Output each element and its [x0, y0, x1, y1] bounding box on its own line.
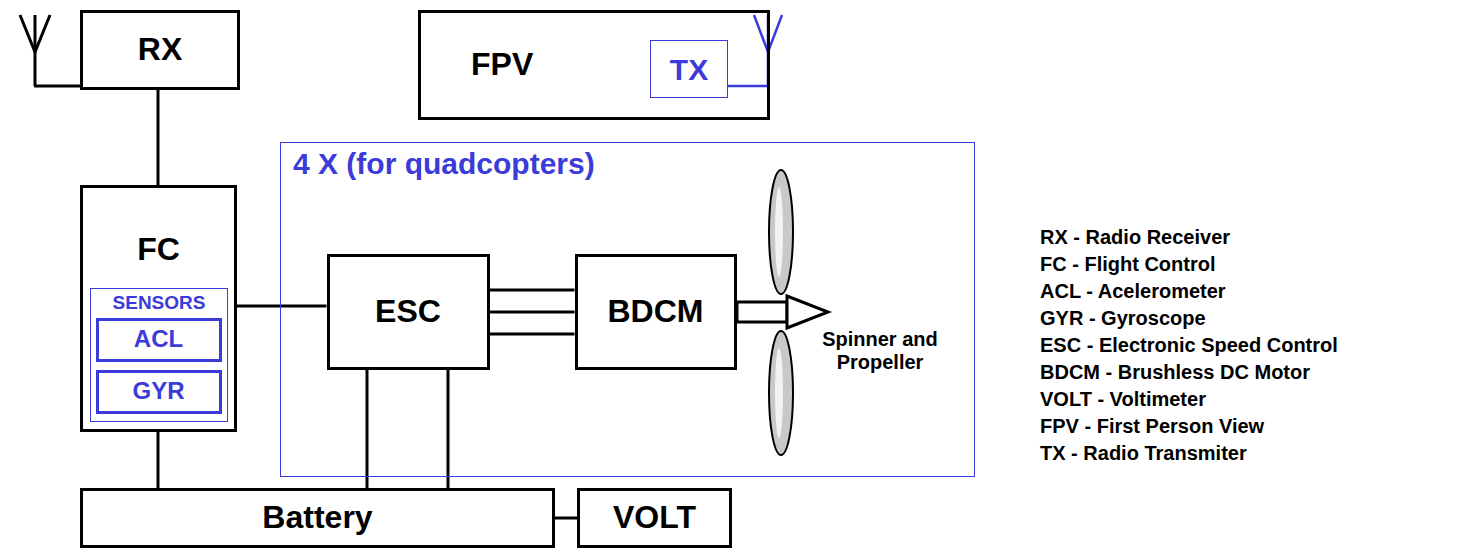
- node-label: SENSORS: [113, 293, 206, 314]
- wire: [490, 290, 575, 291]
- wire: [490, 334, 575, 335]
- tx-antenna: [728, 15, 782, 86]
- node-label: RX: [138, 32, 182, 67]
- fpv-box: FPV TX: [418, 10, 770, 120]
- node-label: VOLT: [613, 500, 696, 535]
- flight-control-box: FC SENSORS ACL GYR: [80, 185, 237, 432]
- part-label: Spinner and Propeller: [800, 328, 960, 374]
- node-label: ESC: [375, 294, 441, 329]
- sensor-box: GYR: [96, 370, 222, 414]
- node-label: FC: [137, 232, 180, 267]
- abbreviation-line: FC - Flight Control: [1040, 251, 1338, 278]
- wire: [237, 306, 327, 307]
- abbreviation-line: BDCM - Brushless DC Motor: [1040, 359, 1338, 386]
- wire: [158, 90, 159, 185]
- sensors-box: SENSORS ACL GYR: [90, 288, 228, 422]
- node-label: ACL: [134, 326, 183, 352]
- voltmeter-box: VOLT: [577, 488, 732, 548]
- abbreviation-line: RX - Radio Receiver: [1040, 224, 1338, 251]
- receiver-box: RX: [80, 10, 240, 90]
- abbreviation-list: RX - Radio ReceiverFC - Flight ControlAC…: [1040, 224, 1338, 467]
- battery-box: Battery: [80, 488, 555, 548]
- esc-box: ESC: [327, 254, 490, 370]
- transmitter-box: TX: [650, 40, 728, 98]
- node-label: 4 X (for quadcopters): [293, 147, 595, 180]
- node-label: GYR: [132, 378, 184, 404]
- node-label: Battery: [262, 500, 372, 535]
- motor-box: BDCM: [575, 254, 737, 370]
- abbreviation-line: ACL - Acelerometer: [1040, 278, 1338, 305]
- sensor-box: ACL: [96, 318, 222, 362]
- wire: [490, 312, 575, 313]
- node-label: FPV: [471, 47, 533, 82]
- wire: [448, 370, 449, 489]
- propeller: [737, 170, 828, 455]
- node-label: BDCM: [608, 294, 704, 329]
- node-label: TX: [670, 53, 708, 86]
- abbreviation-line: ESC - Electronic Speed Control: [1040, 332, 1338, 359]
- abbreviation-line: VOLT - Voltimeter: [1040, 386, 1338, 413]
- wire: [555, 518, 577, 519]
- abbreviation-line: FPV - First Person View: [1040, 413, 1338, 440]
- group-frame: 4 X (for quadcopters) ESC BDCM: [280, 142, 975, 477]
- wire: [367, 370, 368, 489]
- abbreviation-line: TX - Radio Transmiter: [1040, 440, 1338, 467]
- abbreviation-line: GYR - Gyroscope: [1040, 305, 1338, 332]
- rx-antenna: [20, 15, 80, 86]
- wire: [158, 432, 159, 488]
